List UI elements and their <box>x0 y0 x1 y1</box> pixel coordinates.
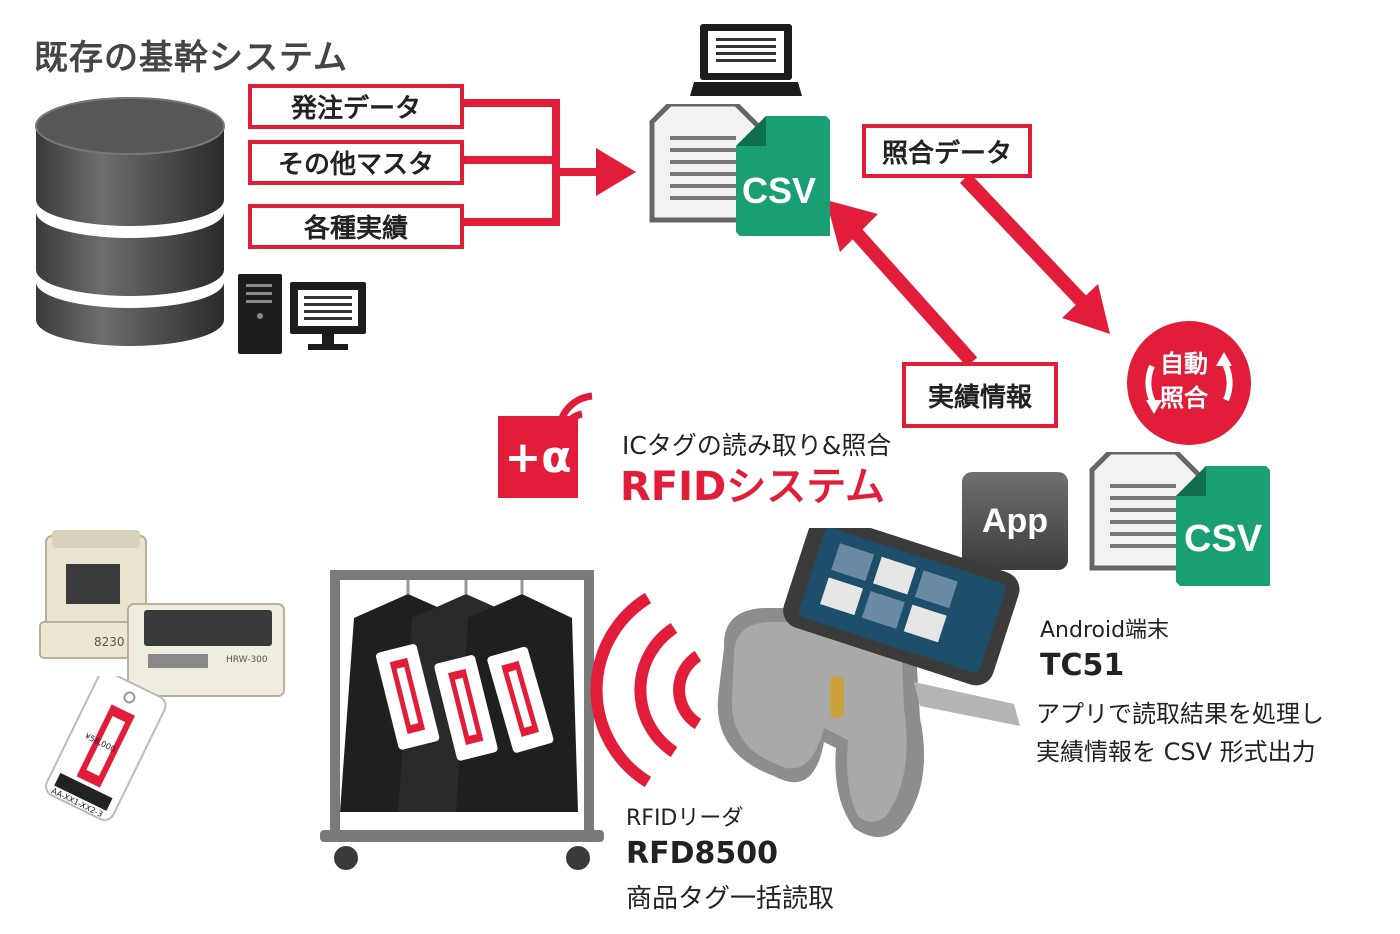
clothing-rack-illustration <box>320 570 604 870</box>
android-model: TC51 <box>1040 648 1125 683</box>
auto-match-line2: 照合 <box>1160 384 1208 412</box>
app-label: App <box>981 501 1049 540</box>
rfid-tag-card: AA-XX1-XX2-3 ¥58,000 <box>45 676 167 821</box>
box-other-master: その他マスタ <box>248 140 464 185</box>
box-match-data: 照合データ <box>862 124 1032 178</box>
auto-match-badge <box>1127 321 1251 445</box>
rf-waves-icon <box>590 592 702 788</box>
android-desc-line1: アプリで読取結果を処理し <box>1036 700 1324 728</box>
desktop-tower-icon <box>238 274 282 354</box>
brand-subtitle: ICタグの読み取り&照合 <box>622 431 892 460</box>
reader-model: RFD8500 <box>626 836 778 871</box>
wireless-icon <box>558 392 593 433</box>
printer-front-label: 8230 <box>94 635 125 649</box>
auto-match-line1: 自動 <box>1160 350 1208 378</box>
reader-label: RFIDリーダ <box>626 806 744 831</box>
brand-name: RFIDシステム <box>620 464 886 510</box>
reader-desc: 商品タグ一括読取 <box>626 884 835 914</box>
printer-back-label: HRW-300 <box>226 655 268 665</box>
monitor-icon <box>290 282 366 350</box>
csv-document-top <box>649 104 830 236</box>
app-icon: App <box>962 472 1068 570</box>
system-title: 既存の基幹システム <box>34 38 348 78</box>
arrow-results-head <box>826 200 878 252</box>
arrow-results-shaft <box>844 221 978 367</box>
arrow-match-head <box>1062 284 1110 334</box>
arrow-to-csv-head <box>596 148 636 196</box>
android-label: Android端末 <box>1040 618 1170 643</box>
tag-printer-illustration: 8230 HRW-300 <box>39 530 285 697</box>
csv-label: CSV <box>742 170 817 211</box>
box-results-info: 実績情報 <box>902 362 1058 428</box>
brand-logo-text: +α <box>504 431 572 483</box>
laptop-icon <box>690 24 802 96</box>
box-order-data: 発注データ <box>248 84 464 129</box>
box-various-results: 各種実績 <box>248 204 464 249</box>
database-icon <box>35 97 225 346</box>
csv-document-bottom <box>1089 452 1270 586</box>
rfid-reader-device <box>717 528 1020 837</box>
csv-label-2: CSV <box>1184 518 1263 560</box>
android-desc-line2: 実績情報を CSV 形式出力 <box>1036 738 1316 766</box>
arrow-match-shaft <box>959 173 1098 317</box>
